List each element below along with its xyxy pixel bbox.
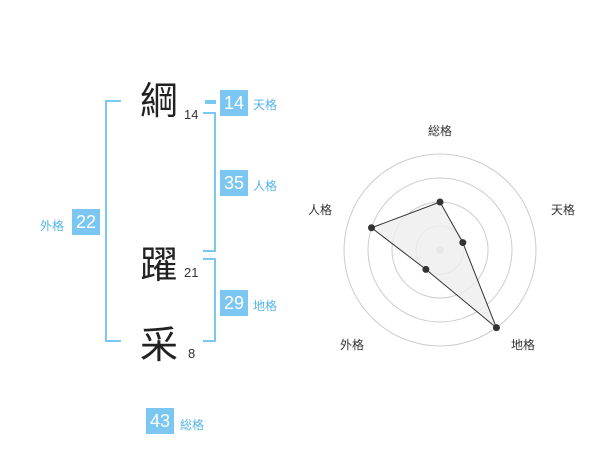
tenkaku-value: 14: [220, 90, 248, 116]
radar-chart: [343, 153, 537, 347]
chikaku-value: 29: [220, 290, 248, 316]
tenkaku-bracket: [205, 100, 216, 104]
radar-point: [492, 324, 500, 332]
radar-label-tenkaku: 天格: [551, 203, 576, 217]
character-1: 綱: [140, 79, 179, 123]
radar-point: [422, 265, 430, 273]
radar-ring: [343, 153, 537, 347]
jinkaku-label: 人格: [253, 179, 278, 193]
chikaku-label: 地格: [253, 299, 278, 313]
radar-point: [368, 224, 376, 232]
radar-label-jinkaku: 人格: [308, 203, 333, 217]
radar-points: [368, 198, 500, 332]
gaikaku-bracket: [105, 100, 121, 342]
radar-point: [436, 198, 444, 206]
radar-area: [370, 201, 497, 329]
radar-label-gaikaku: 外格: [340, 338, 365, 352]
soukaku-label: 総格: [180, 418, 205, 432]
gaikaku-value: 22: [72, 209, 100, 235]
radar-point: [459, 239, 467, 247]
character-1-strokes: 14: [184, 107, 199, 122]
tenkaku-label: 天格: [253, 98, 278, 112]
radar-label-chikaku: 地格: [511, 338, 536, 352]
character-3: 采: [140, 323, 179, 367]
radar-ring: [367, 177, 513, 323]
character-3-strokes: 8: [188, 346, 196, 361]
chikaku-bracket: [203, 258, 216, 342]
character-2-strokes: 21: [184, 265, 199, 280]
gaikaku-label: 外格: [40, 219, 65, 233]
jinkaku-value: 35: [220, 170, 248, 196]
character-2: 躍: [140, 243, 179, 287]
soukaku-value: 43: [146, 408, 174, 434]
jinkaku-bracket: [203, 112, 216, 252]
radar-label-soukaku: 総格: [428, 124, 453, 138]
